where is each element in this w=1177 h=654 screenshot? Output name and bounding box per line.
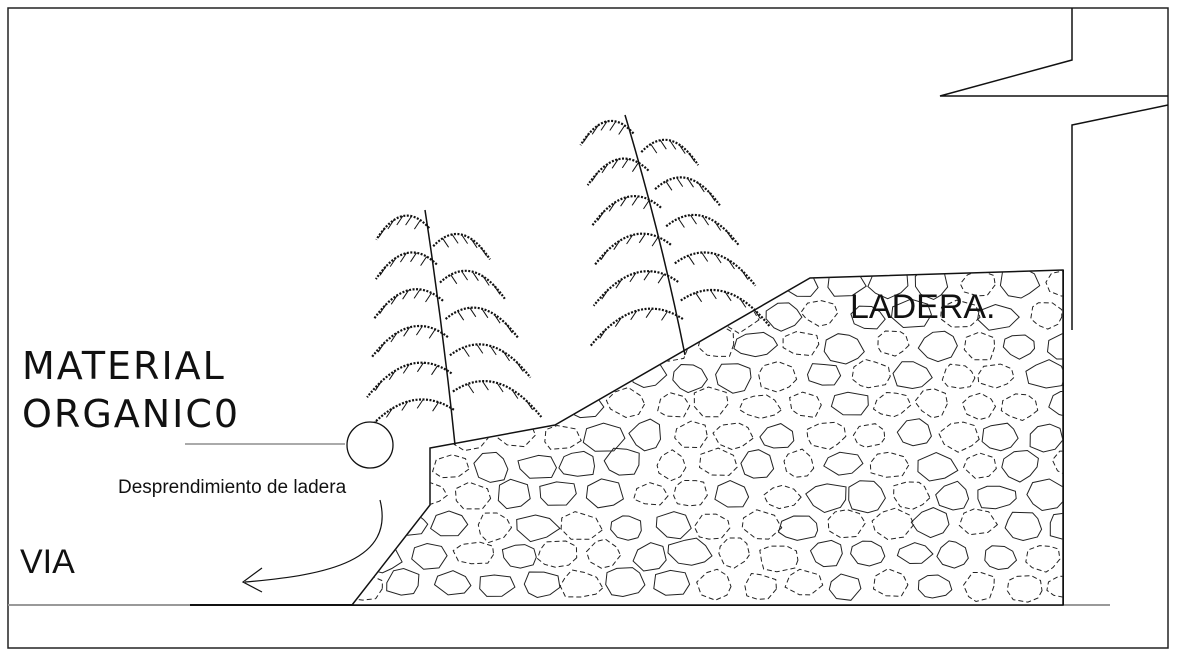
road-label: VIA [20, 543, 75, 581]
slope-label: LADERA. [850, 288, 996, 326]
plant-icon [579, 114, 771, 356]
drawing-frame [7, 7, 1169, 649]
break-line-top [939, 8, 1168, 97]
arrow-icon [241, 567, 263, 593]
plant-icon [360, 209, 543, 446]
material-label-line1: MATERIAL [22, 344, 226, 388]
material-label-line2: ORGANIC0 [22, 392, 241, 436]
boulder-icon [346, 421, 394, 469]
landslide-label: Desprendimiento de ladera [118, 477, 347, 498]
break-line-right [1071, 104, 1169, 330]
fall-path-arrow [244, 499, 383, 583]
